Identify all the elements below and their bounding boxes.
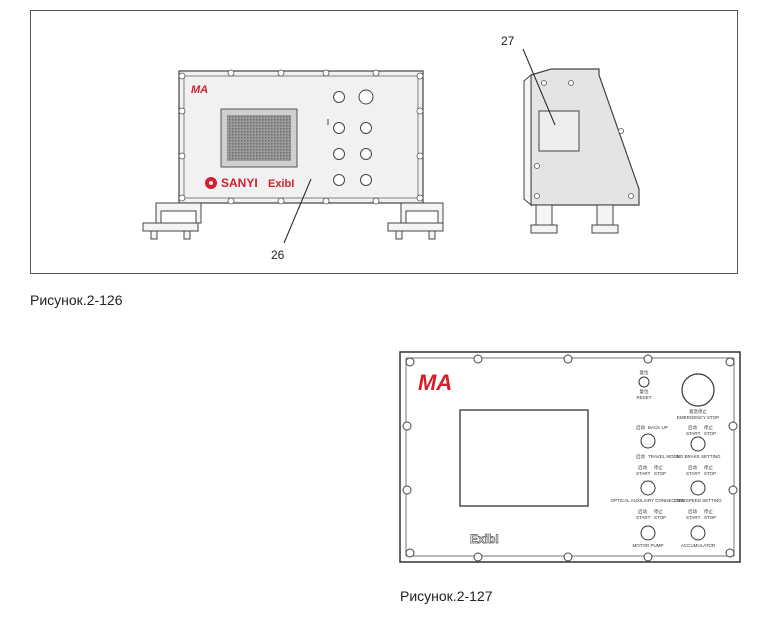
label-back-up: BACK UP bbox=[648, 425, 668, 430]
low-speed-button[interactable] bbox=[690, 480, 706, 496]
front-sanyi-logo: SANYI bbox=[221, 176, 258, 190]
label-start-en-3: START bbox=[636, 471, 651, 476]
auxiliary-button[interactable] bbox=[640, 480, 656, 496]
front-ma-logo: MA bbox=[191, 84, 208, 96]
label-stop-cn-6: 停止 bbox=[704, 464, 713, 471]
label-low-speed: LOW SPEED SETTING bbox=[674, 498, 722, 503]
label-reset-cn: 复位 bbox=[640, 369, 649, 376]
label-stop-cn-5: 停止 bbox=[704, 424, 713, 431]
back-up-button[interactable] bbox=[640, 433, 656, 449]
label-start-en-7: START bbox=[686, 515, 701, 520]
label-reset2-cn: 复位 bbox=[640, 388, 649, 395]
accumulator-button[interactable] bbox=[690, 525, 706, 541]
label-stop-en-5: STOP bbox=[704, 431, 716, 436]
label-start-cn-2: 启动 bbox=[636, 453, 645, 460]
label-reset-en: RESET bbox=[636, 395, 651, 400]
label-motor-pump: MOTOR PUMP bbox=[633, 543, 664, 548]
label-start-en-4: START bbox=[636, 515, 651, 520]
label-emergency-cn: 紧急停止 bbox=[689, 408, 707, 415]
callout-27: 27 bbox=[501, 34, 515, 48]
label-start-cn-1: 启动 bbox=[636, 424, 645, 431]
label-start-cn-3: 启动 bbox=[638, 464, 647, 471]
label-start-cn-4: 启动 bbox=[638, 508, 647, 515]
side-view-enclosure bbox=[523, 68, 640, 207]
label-start-cn-5: 启动 bbox=[688, 424, 697, 431]
display-screen bbox=[459, 409, 589, 507]
label-stop-cn-3: 停止 bbox=[654, 464, 663, 471]
panel-exibi-logo: ExibI bbox=[470, 532, 499, 546]
label-start-en-6: START bbox=[686, 471, 701, 476]
label-optical-auxiliary: OPTICAL AUXILIARY CONNECTION bbox=[611, 498, 686, 503]
label-stop-en-3: STOP bbox=[654, 471, 666, 476]
figure-127-panel: MA ExibI 复位 复位 RESET 紧急停止 EMERGENCY STOP… bbox=[399, 351, 741, 563]
sanyi-logo-icon bbox=[205, 177, 217, 189]
motor-pump-button[interactable] bbox=[640, 525, 656, 541]
front-exibi-logo: ExibI bbox=[268, 178, 294, 190]
label-ind-brake: IND BRAKE SETTING bbox=[675, 454, 721, 459]
label-stop-en-6: STOP bbox=[704, 471, 716, 476]
label-travel-mode: TRAVEL MODE bbox=[648, 454, 680, 459]
label-stop-en-7: STOP bbox=[704, 515, 716, 520]
label-stop-cn-4: 停止 bbox=[654, 508, 663, 515]
label-start-cn-7: 启动 bbox=[688, 508, 697, 515]
front-view-enclosure: MA SANYI ExibI bbox=[178, 69, 424, 205]
caption-figure-126: Рисунок.2-126 bbox=[30, 292, 123, 308]
callout-26: 26 bbox=[271, 248, 285, 262]
label-stop-cn-7: 停止 bbox=[704, 508, 713, 515]
label-emergency-en: EMERGENCY STOP bbox=[677, 415, 719, 420]
panel-ma-logo: MA bbox=[418, 370, 452, 395]
figure-126-frame: MA SANYI ExibI 26 bbox=[30, 10, 738, 274]
front-view-feet bbox=[142, 202, 444, 240]
label-start-en-5: START bbox=[686, 431, 701, 436]
label-accumulator: ACCUMULATOR bbox=[681, 543, 716, 548]
ind-brake-button[interactable] bbox=[690, 436, 706, 452]
label-stop-en-4: STOP bbox=[654, 515, 666, 520]
figure-126-drawing: MA SANYI ExibI 26 bbox=[142, 34, 640, 262]
label-start-cn-6: 启动 bbox=[688, 464, 697, 471]
emergency-stop-button[interactable] bbox=[681, 373, 715, 407]
caption-figure-127: Рисунок.2-127 bbox=[400, 588, 493, 604]
side-view-feet bbox=[530, 204, 619, 234]
